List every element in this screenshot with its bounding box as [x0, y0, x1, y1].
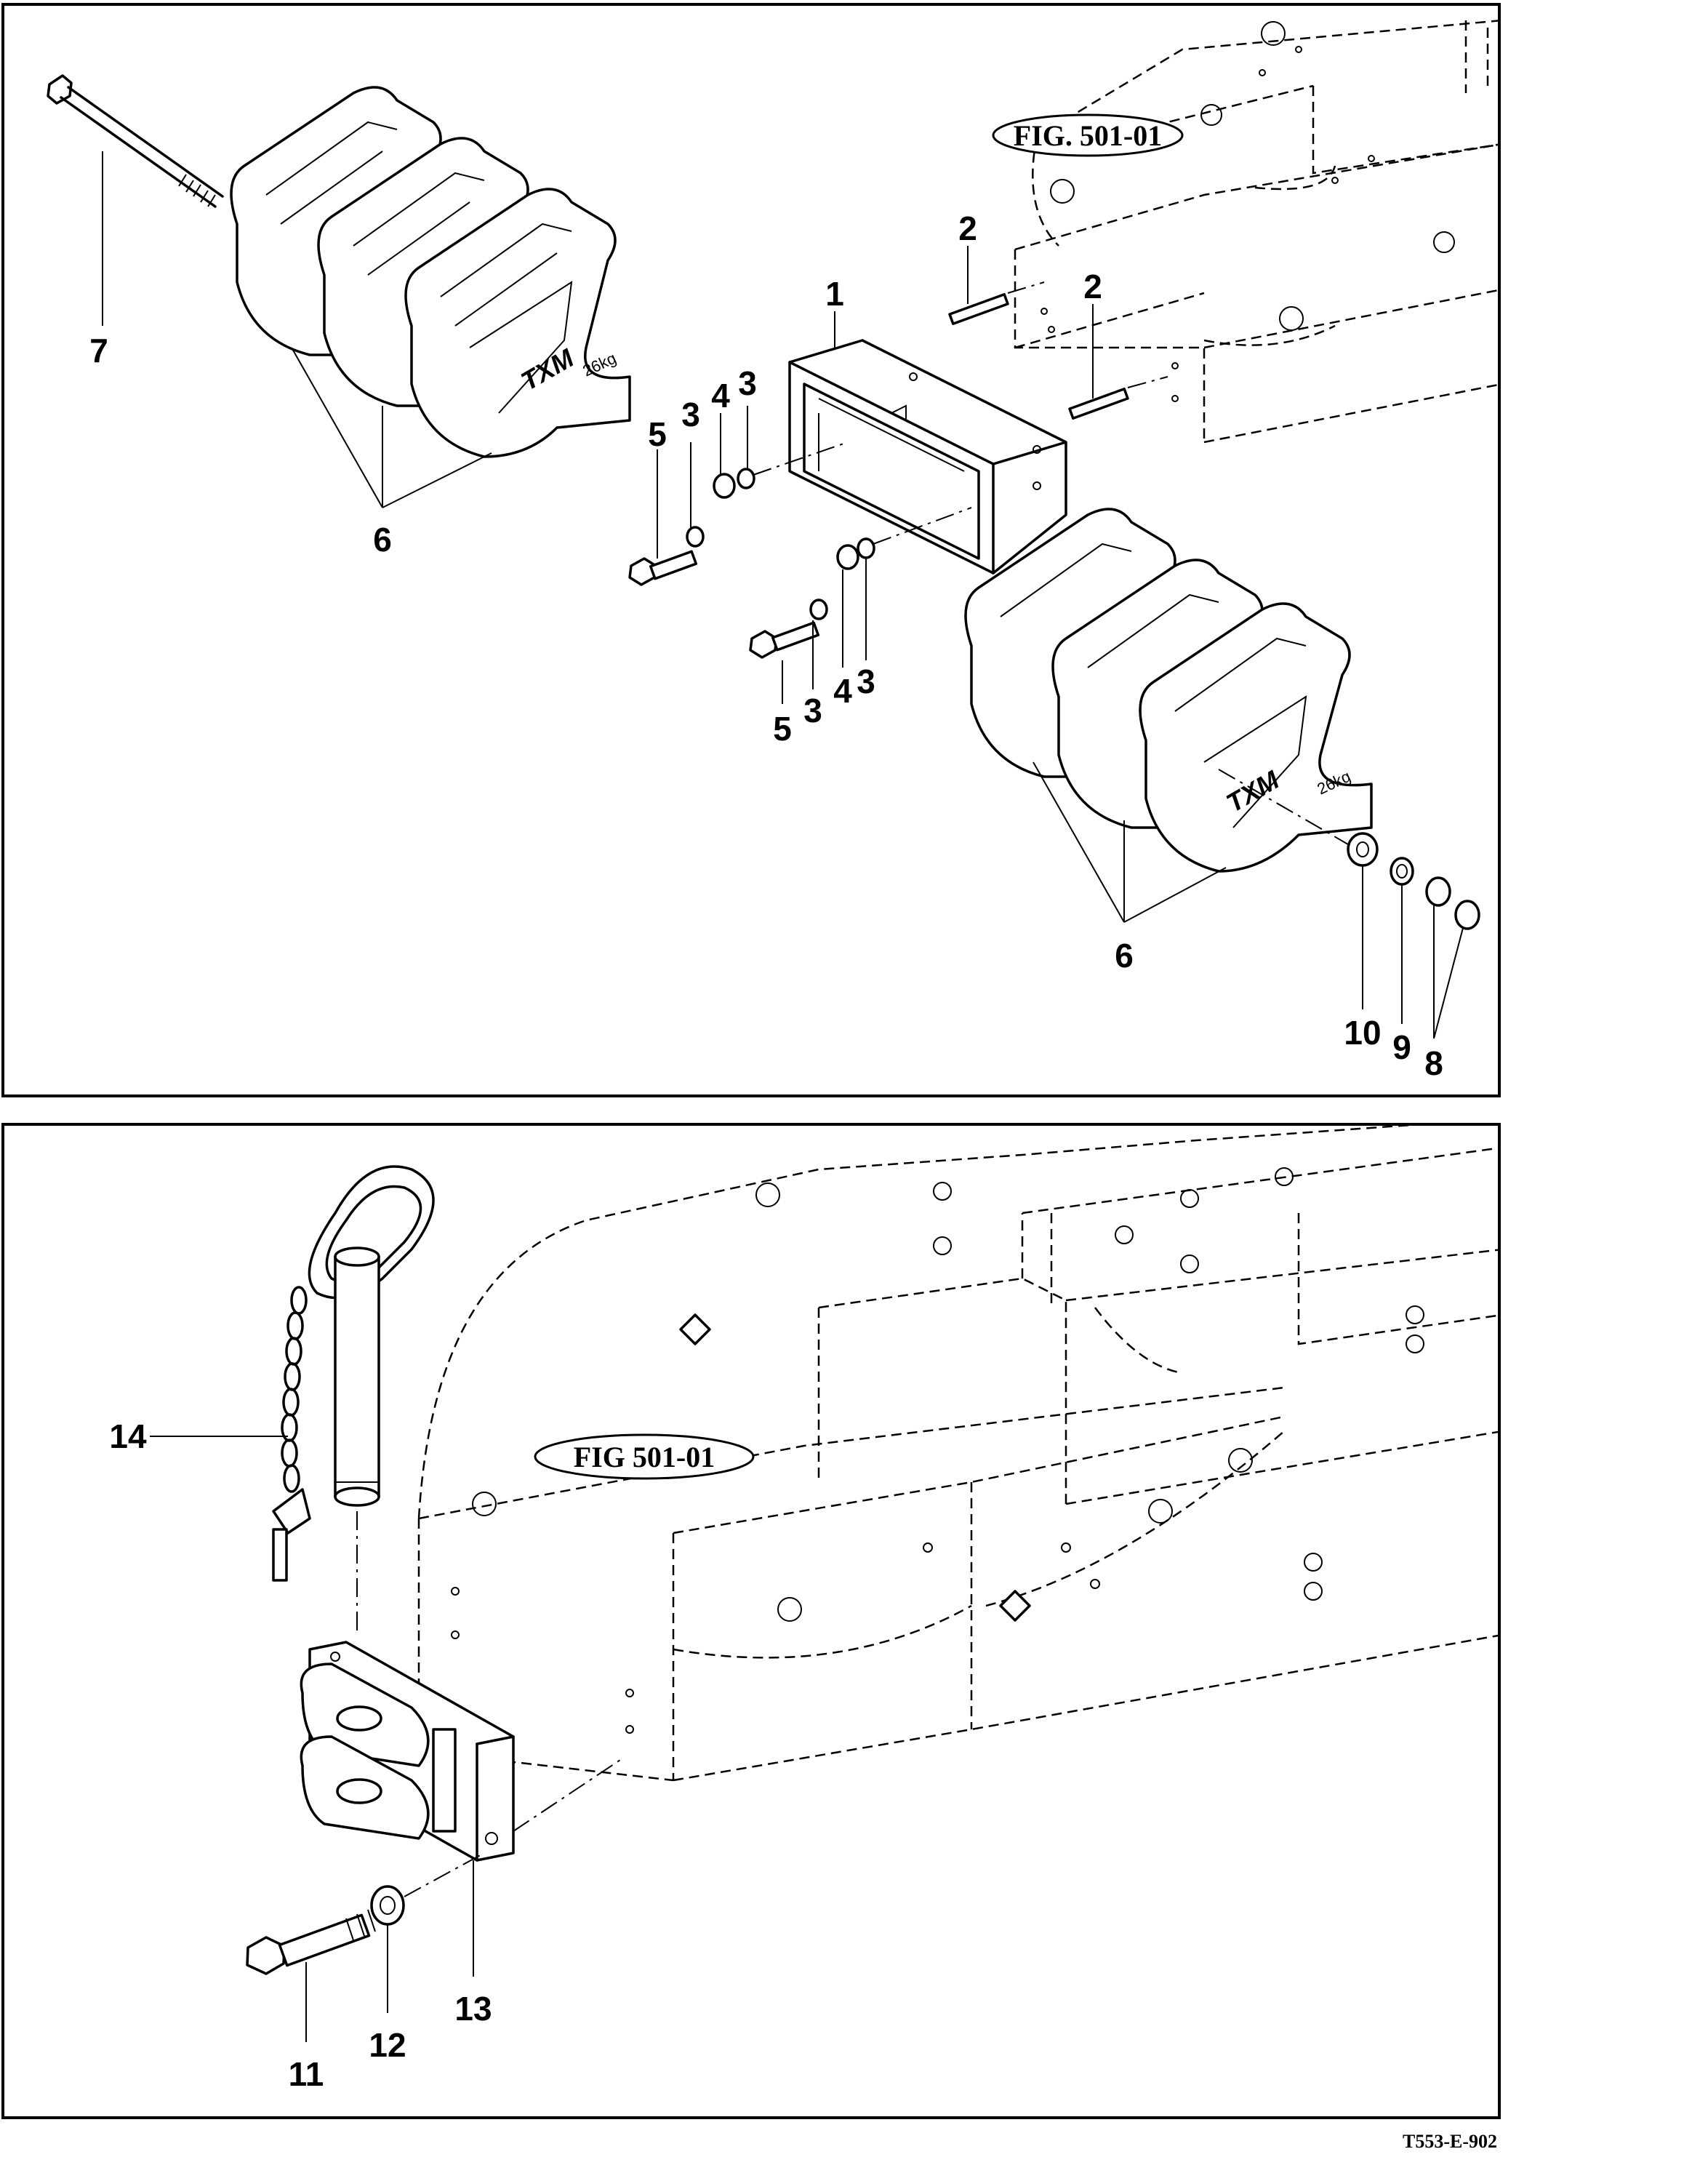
callout-6: 6: [1115, 937, 1134, 975]
callout-11: 11: [289, 2055, 324, 2093]
chassis-frame-outline: [417, 1126, 1498, 1782]
lock-washer-part-9[interactable]: [1390, 857, 1414, 886]
document-code: T553-E-902: [1403, 2131, 1497, 2152]
figure-reference-bubble[interactable]: FIG 501-01: [534, 1433, 755, 1480]
weight-stack-left[interactable]: TXM 26kg: [230, 86, 631, 508]
figure-reference-bubble[interactable]: FIG. 501-01: [992, 113, 1184, 157]
callout-6: 6: [373, 521, 392, 559]
callout-3: 3: [803, 692, 822, 729]
chassis-frame-outline: [1014, 20, 1498, 444]
washer-part-3[interactable]: [809, 599, 828, 620]
retaining-chain[interactable]: [272, 1286, 311, 1582]
callout-14: 14: [109, 1417, 147, 1455]
callout-13: 13: [454, 1990, 492, 2028]
hitch-pin-part-14[interactable]: [308, 1165, 435, 1635]
callout-8: 8: [1424, 1044, 1443, 1082]
callout-7: 7: [89, 332, 108, 369]
callout-12: 12: [369, 2026, 406, 2064]
callout-3: 3: [857, 663, 875, 700]
hitch-bracket-part-13[interactable]: [300, 1641, 623, 1862]
weight-plate-front: TXM 26kg: [404, 188, 631, 458]
callout-5: 5: [648, 415, 667, 453]
callout-1: 1: [825, 275, 844, 313]
tow-hitch-drawing: FIG 501-01: [109, 1126, 1498, 2093]
weight-stack-right[interactable]: TXM 26kg: [964, 508, 1373, 923]
callout-5: 5: [773, 710, 792, 748]
callout-9: 9: [1392, 1028, 1411, 1066]
figure-reference-label: FIG 501-01: [574, 1441, 715, 1473]
nut-part-4[interactable]: [713, 473, 736, 499]
callout-3: 3: [681, 396, 700, 433]
leader-lines: [150, 1436, 474, 2042]
callout-3: 3: [738, 364, 757, 402]
callout-2: 2: [958, 209, 977, 247]
washer-part-3[interactable]: [686, 526, 705, 548]
bolt-part-11[interactable]: [246, 1909, 376, 1975]
stud-part-2-upper[interactable]: [948, 281, 1045, 326]
callout-2: 2: [1083, 268, 1102, 305]
nut-part-8[interactable]: [1454, 900, 1480, 930]
weight-bracket-part-1[interactable]: [788, 339, 1067, 575]
washer-part-12[interactable]: [370, 1885, 405, 1926]
nut-part-4[interactable]: [836, 544, 859, 570]
callout-4: 4: [833, 672, 852, 710]
callout-10: 10: [1344, 1014, 1381, 1052]
exploded-view-front-weights: FIG. 501-01 TXM 26kg: [1, 3, 1501, 1097]
exploded-view-tow-hitch: FIG 501-01: [1, 1123, 1501, 2119]
stud-part-2-lower[interactable]: [1068, 376, 1168, 420]
flat-washer-part-10[interactable]: [1347, 832, 1379, 867]
bolt-part-5-upper[interactable]: [628, 550, 698, 586]
bolt-part-5-lower[interactable]: [749, 621, 820, 659]
tie-rod-part-7[interactable]: [47, 74, 224, 326]
callout-4: 4: [711, 377, 730, 415]
front-weights-drawing: FIG. 501-01 TXM 26kg: [47, 20, 1498, 1082]
washer-part-3[interactable]: [737, 468, 755, 489]
figure-reference-label: FIG. 501-01: [1014, 119, 1162, 152]
washer-part-3[interactable]: [857, 537, 875, 559]
leader-lines: [657, 246, 1464, 1039]
nut-part-8[interactable]: [1425, 876, 1451, 907]
weight-plate-front: TXM 26kg: [1139, 602, 1373, 873]
